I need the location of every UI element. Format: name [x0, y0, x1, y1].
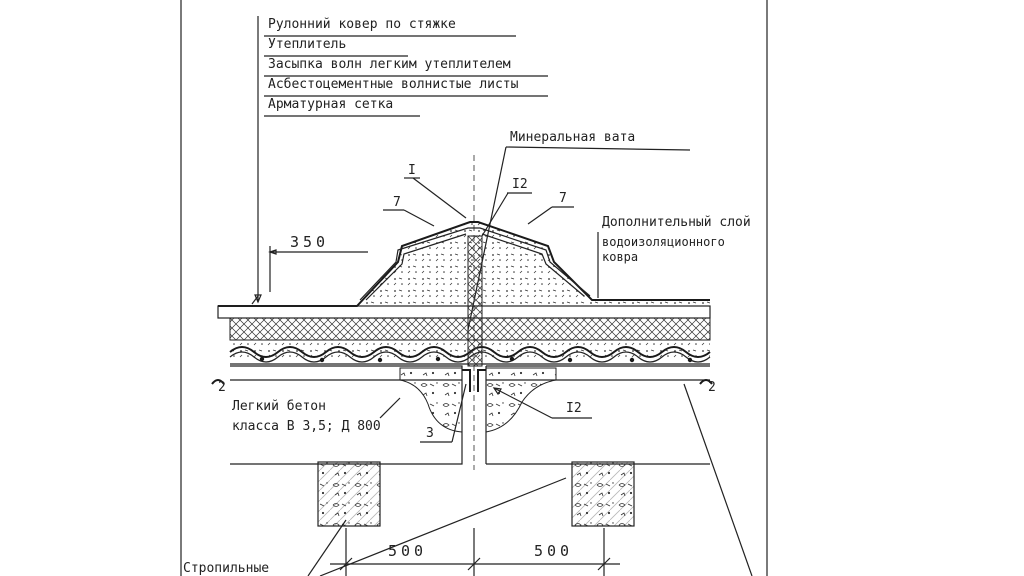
marker-12-top: I2 [512, 177, 528, 192]
extra-layer-label-line1: Дополнительный слой [602, 215, 751, 230]
dimension-500-line [330, 528, 620, 576]
marker-1: I [408, 163, 416, 178]
marker-7-right: 7 [559, 191, 567, 206]
extra-layer-label-line3: ковра [602, 250, 638, 264]
joint-anchor-right [477, 369, 486, 392]
dimension-350 [268, 246, 368, 292]
cap-inner-line-3 [481, 233, 585, 297]
mineral-wool-joint [467, 235, 483, 367]
layer-label: Утеплитель [268, 37, 346, 52]
light-concrete-label-2: класса В 3,5; Д 800 [232, 419, 381, 434]
left-haunch [399, 367, 463, 433]
marker-2-left: 2 [218, 380, 226, 395]
rafters-leader-left [307, 519, 347, 576]
rafters-label: Стропильные [183, 561, 269, 576]
marker-7-left: 7 [393, 195, 401, 210]
rebar-dots [259, 356, 693, 363]
light-concrete-leader [379, 397, 401, 419]
layer-label: Асбестоцементные волнистые листы [268, 77, 519, 92]
break-mark-right [699, 379, 713, 385]
cap-inner-line-2 [365, 233, 467, 301]
layer-label: Рулонний ковер по стяжке [268, 17, 456, 32]
light-concrete-label-1: Легкий бетон [232, 399, 326, 414]
marker-3: 3 [426, 426, 434, 441]
right-haunch [485, 367, 557, 433]
layer-label: Засыпка волн легким утеплителем [268, 57, 511, 72]
screed-layer [217, 305, 711, 319]
extra-layer-label-line2: водоизоляционного [602, 235, 725, 249]
dimension-350-text: 350 [290, 233, 329, 251]
mineral-wool-leader [505, 146, 691, 151]
marker-12-bottom: I2 [566, 401, 582, 416]
ridge-insulation-fill [265, 222, 710, 306]
dimension-500-right: 500 [534, 542, 573, 560]
break-mark-left [211, 379, 225, 385]
layer-callout [251, 16, 548, 305]
joint-anchor-left [462, 369, 471, 392]
marker-2-right: 2 [708, 380, 716, 395]
marker-2-leader [683, 383, 753, 576]
cap-inner-line [359, 227, 591, 301]
rafters-leader-right [319, 477, 567, 576]
dimension-500-left: 500 [388, 542, 427, 560]
mineral-wool-label: Минеральная вата [510, 130, 635, 145]
layer-label: Арматурная сетка [268, 97, 393, 112]
